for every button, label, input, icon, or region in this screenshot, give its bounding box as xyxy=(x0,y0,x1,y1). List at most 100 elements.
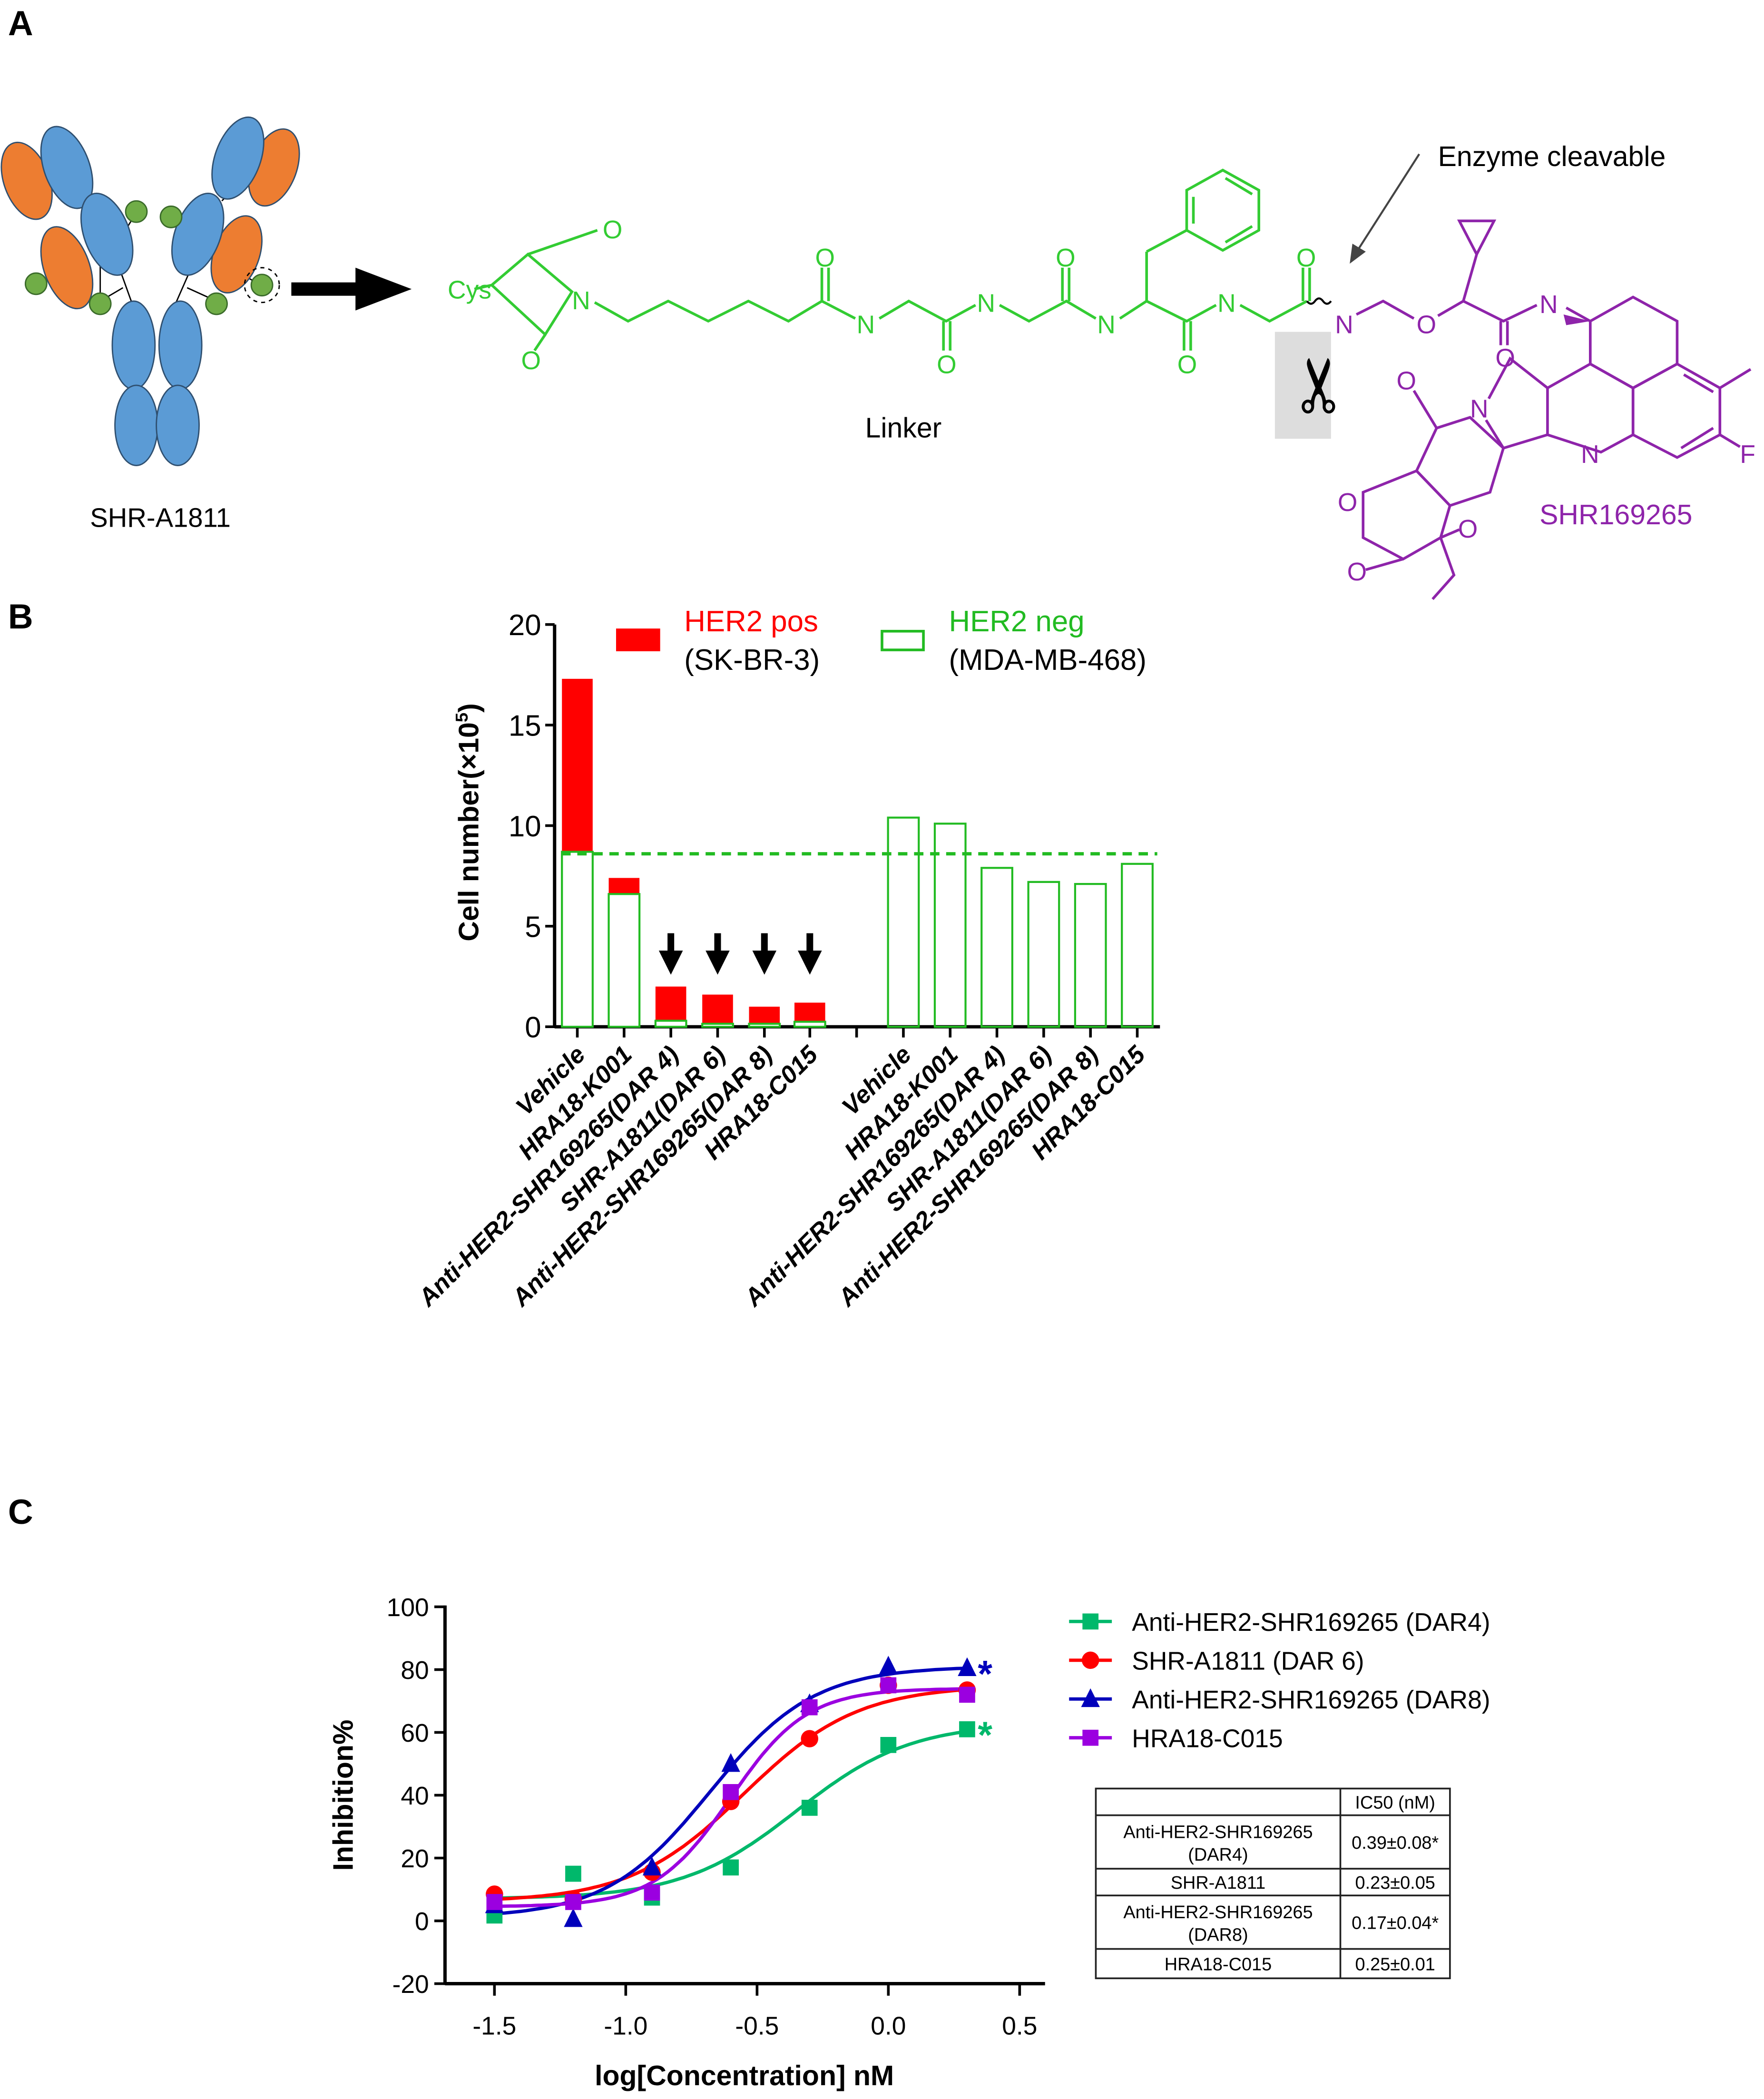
data-point xyxy=(565,1865,581,1882)
down-arrow-icon xyxy=(714,933,721,953)
legend-b: HER2 pos (SK-BR-3) HER2 neg (MDA-MB-468) xyxy=(616,605,1147,677)
down-arrow-icon xyxy=(667,933,675,953)
data-point xyxy=(486,1894,503,1910)
legend-c: Anti-HER2-SHR169265 (DAR4) SHR-A1811 (DAR… xyxy=(1069,1609,1490,1753)
cys-label: Cys xyxy=(448,276,491,304)
data-point xyxy=(959,1721,975,1737)
y-tick-label: 40 xyxy=(401,1782,429,1810)
legend-swatch-her2-pos xyxy=(616,628,660,651)
y-tick-label: 100 xyxy=(387,1594,429,1622)
table-cell-ic50: 0.23±0.05 xyxy=(1355,1873,1435,1893)
y-tick-label: -20 xyxy=(392,1971,429,1999)
data-point xyxy=(801,1730,819,1747)
data-point xyxy=(1081,1688,1100,1707)
table-cell-name: Anti-HER2-SHR169265 xyxy=(1123,1903,1313,1922)
bar-her2-pos-lower xyxy=(793,1020,826,1028)
antibody-label: SHR-A1811 xyxy=(90,503,231,533)
atom-label: O xyxy=(603,216,623,244)
table-cell-name: HRA18-C015 xyxy=(1165,1954,1272,1974)
down-arrow-icon xyxy=(658,951,683,975)
bar-her2-neg xyxy=(1074,883,1107,1028)
atom-label: O xyxy=(1495,344,1515,373)
x-tick-label: -1.5 xyxy=(472,2012,516,2040)
data-point xyxy=(1082,1613,1099,1630)
atom-label: O xyxy=(815,244,835,272)
atom-label: N xyxy=(1470,395,1489,423)
legend-label: Anti-HER2-SHR169265 (DAR8) xyxy=(1132,1686,1490,1714)
atom-label: O xyxy=(1347,558,1367,586)
legend-her2-pos-sub: (SK-BR-3) xyxy=(684,644,820,677)
atom-label: O xyxy=(1296,244,1316,272)
legend-her2-neg: HER2 neg xyxy=(949,605,1084,638)
bar-her2-neg xyxy=(1121,863,1154,1028)
cleavage-bond xyxy=(1306,297,1332,305)
atom-label: O xyxy=(1338,489,1358,517)
bar-her2-pos-lower xyxy=(654,1020,687,1028)
legend-swatch-her2-neg xyxy=(881,629,925,651)
atom-label: N xyxy=(1217,289,1236,317)
table-cell-ic50: 0.17±0.04* xyxy=(1352,1913,1439,1933)
panel-label-a: A xyxy=(8,4,33,43)
atom-label: N xyxy=(977,289,995,317)
data-point xyxy=(958,1657,977,1676)
down-arrow-icon xyxy=(761,933,768,953)
y-tick-label: 10 xyxy=(509,810,541,843)
legend-her2-neg-sub: (MDA-MB-468) xyxy=(949,644,1146,677)
table-cell-ic50: 0.39±0.08* xyxy=(1352,1833,1439,1853)
linker-structure xyxy=(474,168,1311,352)
x-tick-label: -0.5 xyxy=(735,2012,779,2040)
enzyme-pointer-arrowhead xyxy=(1350,244,1366,264)
linker-label: Linker xyxy=(865,412,942,443)
table-border xyxy=(1095,1787,1451,1980)
atom-label: N xyxy=(1539,291,1558,319)
atom-label: N xyxy=(1097,311,1116,339)
y-axis-label: Cell number(×105) xyxy=(452,703,484,942)
data-point xyxy=(723,1859,739,1876)
y-tick-label: 20 xyxy=(509,609,541,642)
legend-her2-pos: HER2 pos xyxy=(684,605,818,638)
cell-number-bar-chart: 05101520VehicleHRA18-K001Anti-HER2-SHR16… xyxy=(412,609,1160,1313)
table-cell-name: (DAR4) xyxy=(1188,1845,1248,1865)
y-axis-label: Inhibition% xyxy=(328,1720,359,1871)
x-tick-label: -1.0 xyxy=(604,2012,647,2040)
y-tick-label: 0 xyxy=(415,1908,429,1936)
atom-label: N xyxy=(572,287,590,315)
x-tick-label: 0.0 xyxy=(871,2012,906,2040)
payload-structure xyxy=(1355,219,1752,600)
enzyme-pointer-line xyxy=(1354,153,1421,255)
antibody-cartoon xyxy=(0,116,300,466)
atom-label: N xyxy=(1335,311,1353,339)
bar-her2-pos xyxy=(702,994,733,1027)
data-point xyxy=(801,1699,818,1716)
legend-label: Anti-HER2-SHR169265 (DAR4) xyxy=(1132,1609,1490,1637)
atom-label: O xyxy=(1417,311,1437,339)
atom-label: F xyxy=(1740,441,1755,469)
enzyme-cleavable-label: Enzyme cleavable xyxy=(1438,141,1666,172)
payload-label: SHR169265 xyxy=(1539,499,1692,530)
y-tick-label: 15 xyxy=(509,710,541,743)
legend-label: SHR-A1811 (DAR 6) xyxy=(1132,1647,1364,1675)
bar-her2-pos-lower xyxy=(748,1022,781,1028)
data-point xyxy=(959,1687,975,1703)
scissors-background xyxy=(1274,332,1331,439)
data-point xyxy=(721,1753,740,1772)
bar-her2-neg xyxy=(1027,881,1060,1028)
bar-her2-neg xyxy=(933,823,967,1028)
significance-asterisk: * xyxy=(978,1653,992,1695)
data-point xyxy=(1082,1729,1099,1746)
atom-label: O xyxy=(937,351,957,379)
data-point xyxy=(564,1908,583,1927)
atom-label: O xyxy=(1397,367,1417,395)
y-tick-label: 80 xyxy=(401,1657,429,1685)
y-tick-label: 0 xyxy=(525,1011,541,1044)
y-tick-label: 60 xyxy=(401,1719,429,1747)
down-arrow-icon xyxy=(798,951,822,975)
atom-label: N xyxy=(857,311,875,339)
table-cell-name: SHR-A1811 xyxy=(1171,1873,1265,1893)
bar-her2-neg xyxy=(980,867,1013,1028)
atom-labels: O N O O N O N O N O N O N O O N O N N F … xyxy=(521,216,1756,586)
panel-label-c: C xyxy=(8,1493,33,1531)
data-point xyxy=(642,1856,662,1876)
bar-her2-pos-lower xyxy=(561,851,594,1028)
